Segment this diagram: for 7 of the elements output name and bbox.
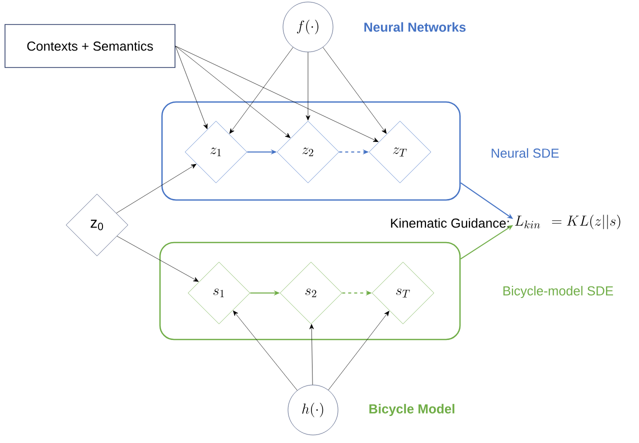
node-label: Neural SDE [492,148,559,158]
guidance-label: Kinematic Guidance: [391,218,509,228]
loss-formula: $L_{kin} \;\, = KL(z||s)$ [515,214,620,230]
node-label: Bicycle-model SDE [503,286,614,298]
context-box: Contexts + Semantics [4,24,176,68]
model-label: Bicycle Model [369,404,454,416]
model-label: Neural Networks [364,22,466,32]
